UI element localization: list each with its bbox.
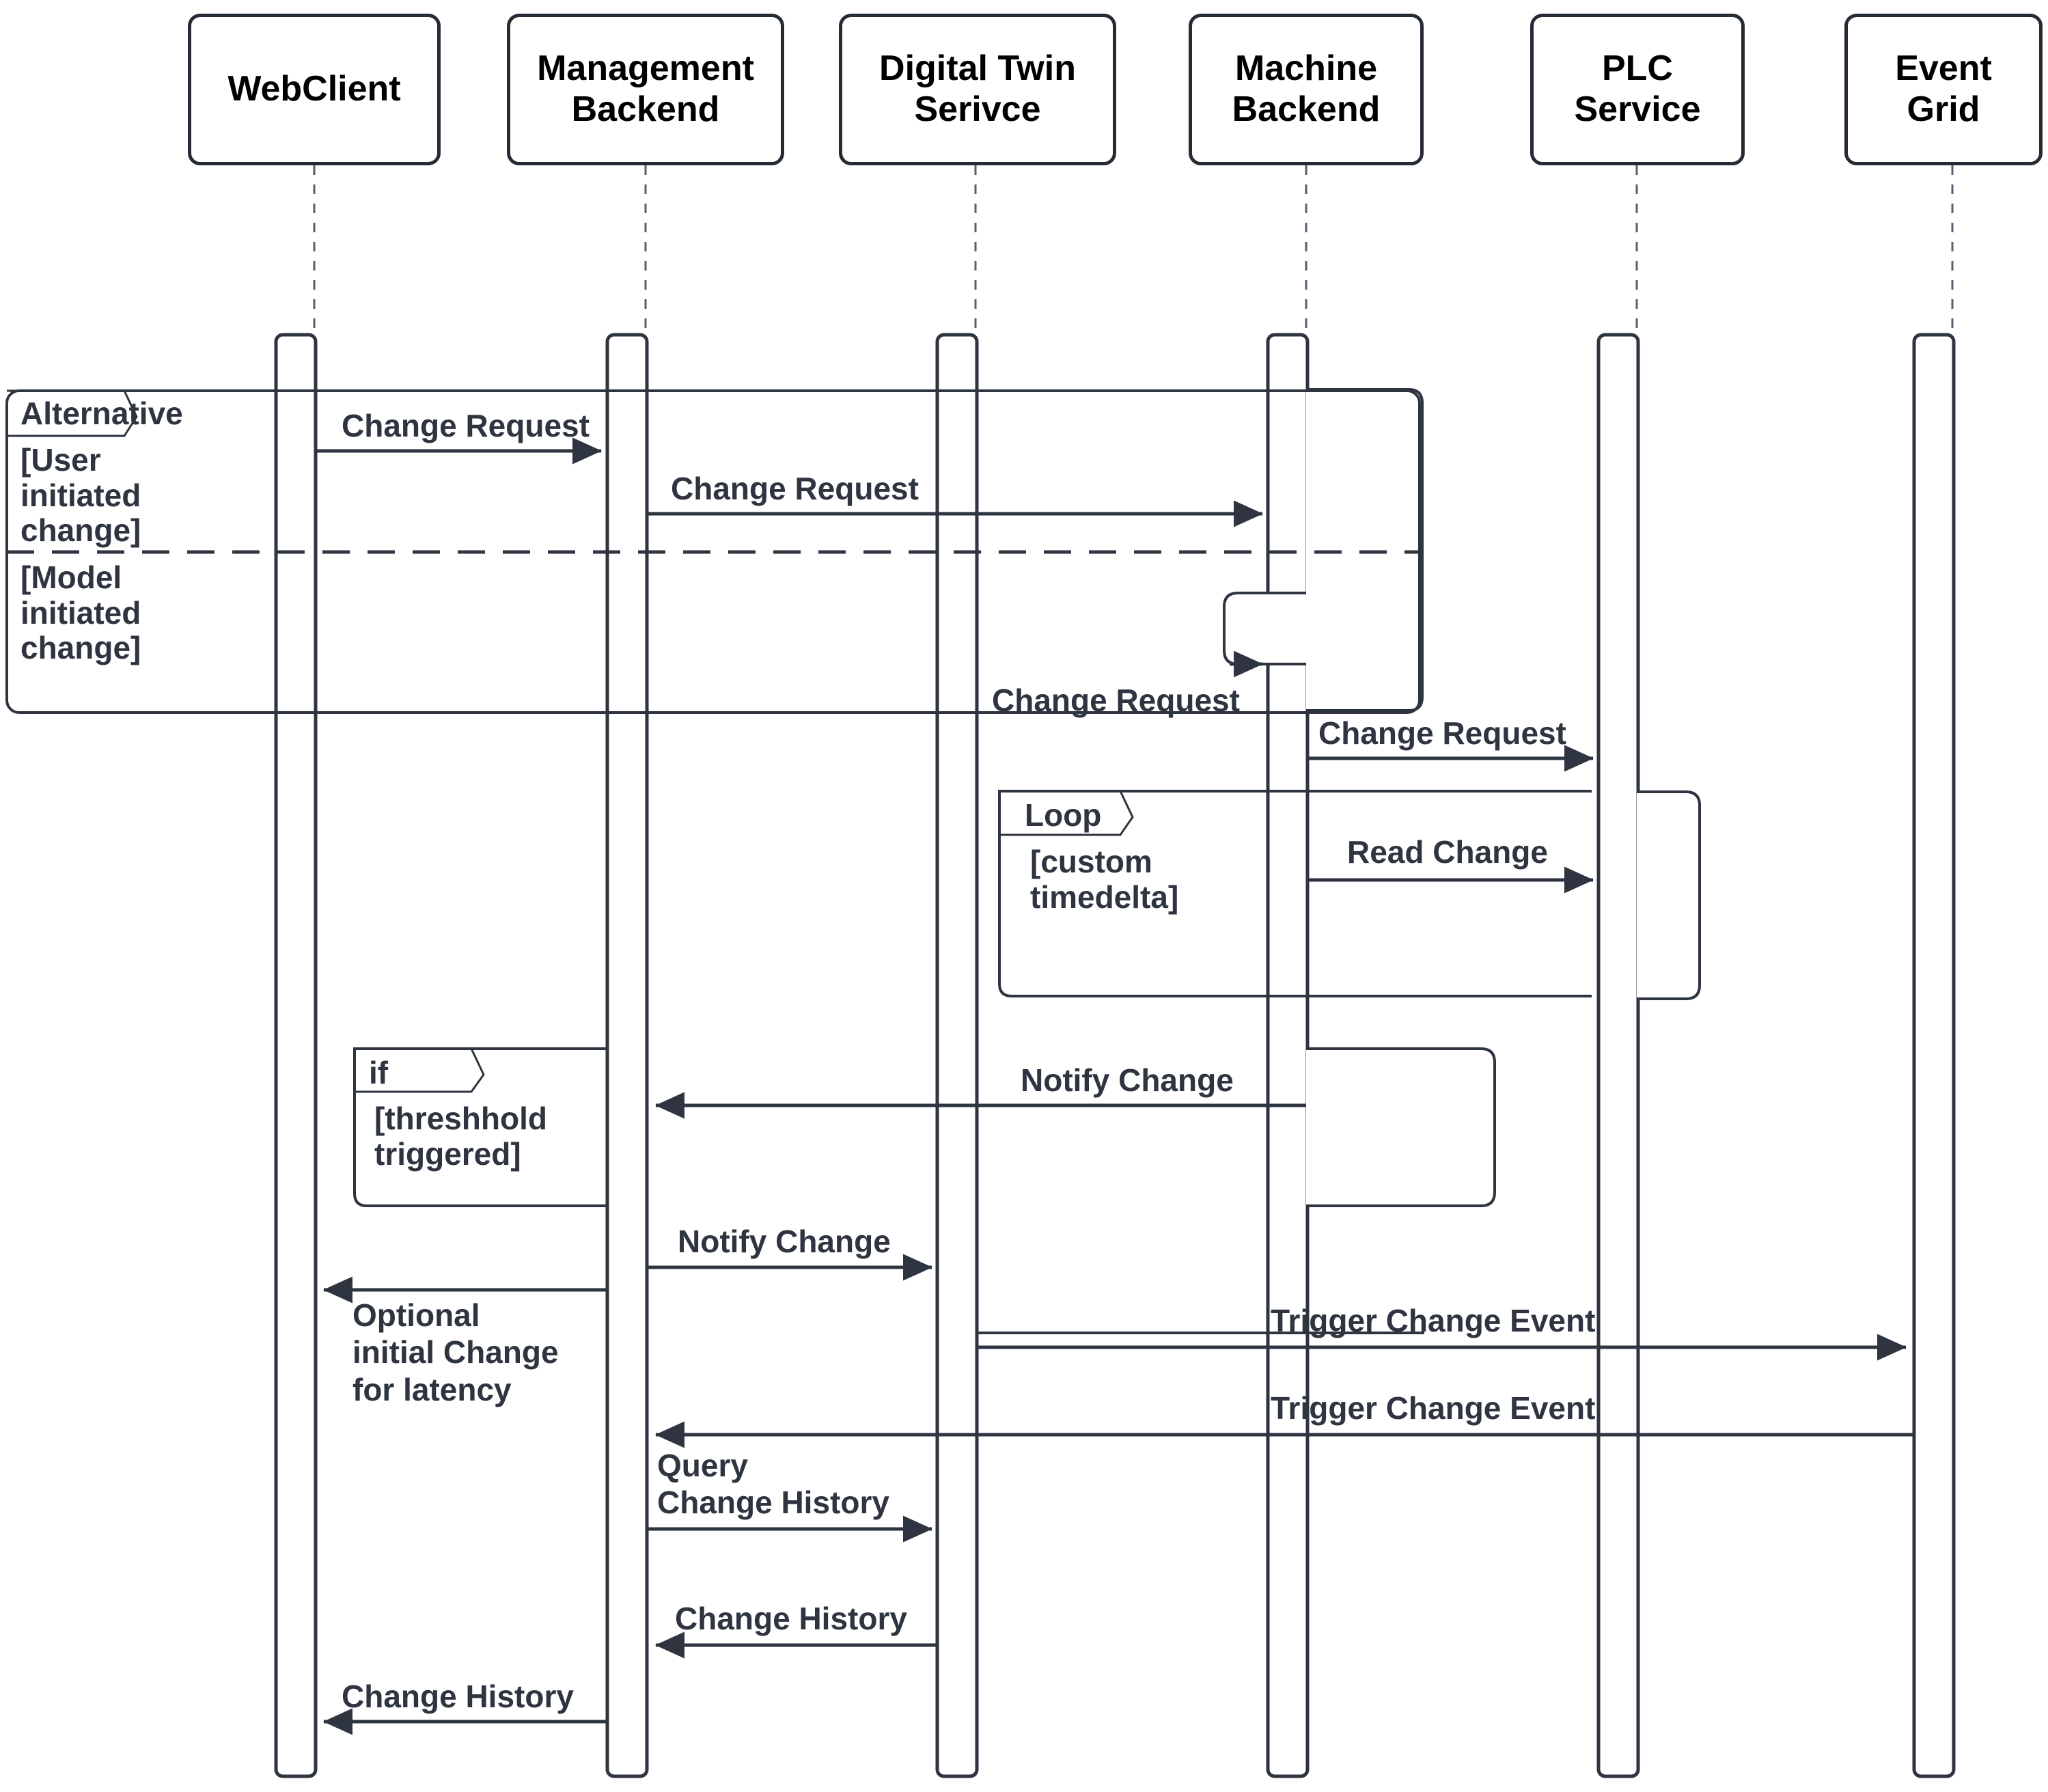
lifeline-header-machine-backend[interactable]: Machine Backend [1189,14,1424,165]
activation-webclient [274,333,318,1778]
fragment-if-tag-shape [355,1047,485,1093]
fragment-alternative [5,389,1421,714]
message-label-change-history-1: Change History [675,1601,907,1636]
nested-activation-machine-request [1306,388,1424,712]
lifeline-header-event-grid[interactable]: Event Grid [1844,14,2043,165]
fragment-loop [998,790,1592,997]
message-label-optional-initial-change: Optional initial Change for latency [352,1297,559,1407]
activation-bars [274,333,1956,1778]
lifeline-label-digital-twin-service: Digital Twin Serivce [879,49,1076,129]
activation-management-backend [605,333,649,1778]
fragment-alternative-tag: Alternative [20,396,183,431]
fragment-loop-condition: [custom timedelta] [1030,844,1179,915]
message-label-change-request-1: Change Request [342,408,590,443]
nested-activation-boxes [975,388,1701,1334]
message-label-change-request-4: Change Request [1318,715,1566,751]
lifeline-header-plc-service[interactable]: PLC Service [1530,14,1745,165]
nested-activation-plc-loop [1637,790,1701,1000]
message-label-notify-change-2: Notify Change [678,1224,891,1259]
fragment-alternative-condition-user: [User initiated change] [20,442,141,549]
lifeline-label-plc-service: PLC Service [1574,49,1701,129]
nested-activation-machine-selfcall [1223,592,1306,665]
message-label-trigger-change-event-2: Trigger Change Event [1271,1390,1596,1426]
message-label-change-request-2: Change Request [671,471,919,506]
fragment-if-condition: [threshhold triggered] [374,1101,547,1172]
message-label-query-change-history: Query Change History [657,1448,889,1521]
message-label-read-change: Read Change [1347,834,1548,870]
activation-plc-service [1596,333,1640,1778]
lifeline-header-webclient[interactable]: WebClient [188,14,441,165]
lifeline-header-digital-twin-service[interactable]: Digital Twin Serivce [839,14,1116,165]
lifeline-dashes [313,165,1954,342]
message-label-change-request-3: Change Request [992,683,1240,718]
fragment-alternative-condition-model: [Model initiated change] [20,560,141,666]
message-arrows [316,437,1914,1735]
lifeline-label-event-grid: Event Grid [1895,49,1992,129]
activation-event-grid [1912,333,1956,1778]
lifeline-label-machine-backend: Machine Backend [1232,49,1381,129]
fragment-alternative-tag-shape [7,389,138,437]
lifeline-label-webclient: WebClient [227,69,401,109]
fragment-loop-tag-shape [999,790,1134,836]
nested-activation-machine-notify [1306,1047,1496,1207]
message-label-change-history-2: Change History [342,1679,574,1714]
message-label-notify-change-1: Notify Change [1021,1062,1234,1098]
lifeline-header-management-backend[interactable]: Management Backend [507,14,784,165]
message-label-trigger-change-event-1: Trigger Change Event [1271,1303,1596,1338]
activation-digital-twin-service [935,333,979,1778]
fragment-if [353,1047,608,1207]
lifeline-label-management-backend: Management Backend [537,49,754,129]
fragment-loop-tag: Loop [1025,797,1102,833]
fragment-if-tag: if [369,1055,389,1090]
